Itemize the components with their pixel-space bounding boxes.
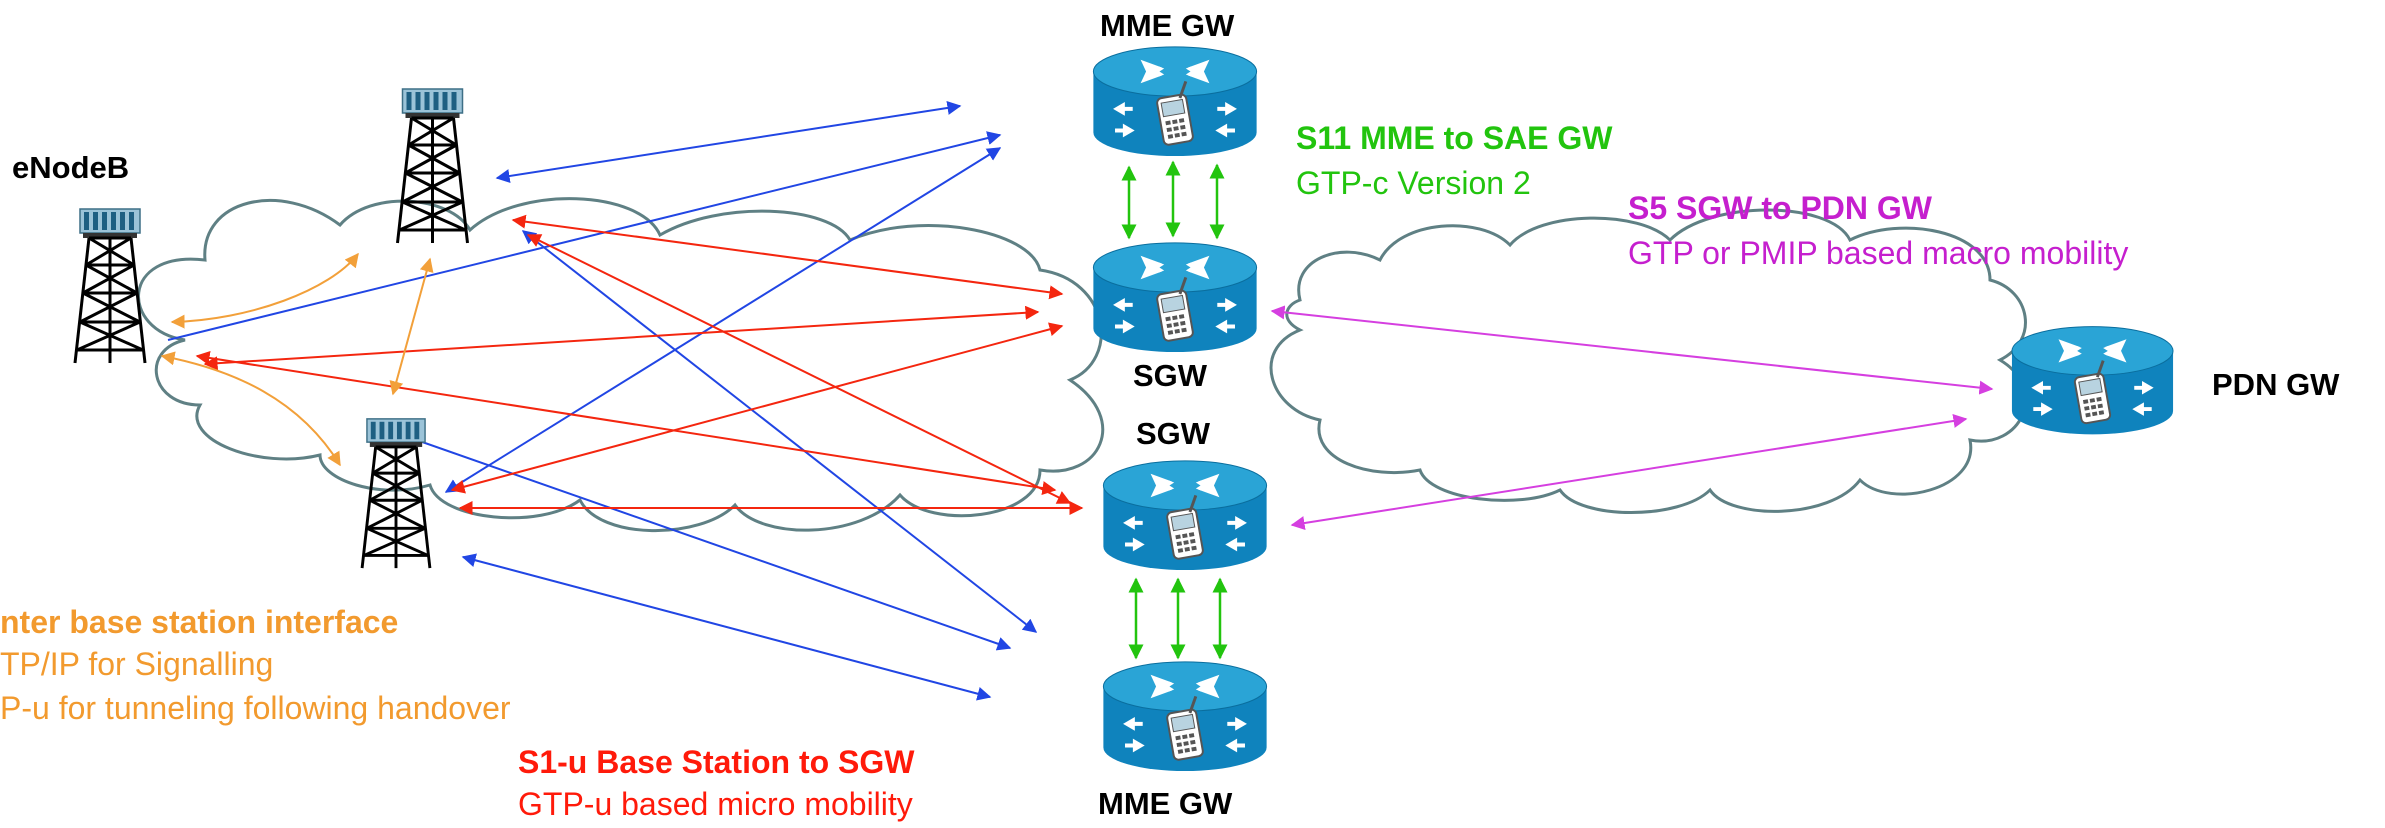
x2-line1: TP/IP for Signalling (0, 646, 274, 682)
pdn-gw-label: PDN GW (2212, 367, 2340, 402)
s11-subtitle: GTP-c Version 2 (1296, 165, 1531, 201)
mme-gw-bottom-label: MME GW (1098, 786, 1233, 821)
s11-links (1121, 160, 1228, 660)
cell-tower-icon (398, 89, 468, 243)
cell-tower-icon (362, 419, 430, 568)
s5-title: S5 SGW to PDN GW (1628, 190, 1932, 226)
s1u-subtitle: GTP-u based micro mobility (518, 786, 913, 822)
sgw-top-label: SGW (1133, 358, 1208, 393)
sgw-bottom-label: SGW (1136, 416, 1211, 451)
s1u-title: S1-u Base Station to SGW (518, 744, 915, 780)
s1-u-links (195, 214, 1084, 515)
sgw-top-router-icon (1091, 241, 1259, 354)
pdn-gw-router-icon (2010, 325, 2175, 436)
enodeb-label: eNodeB (12, 150, 130, 185)
mme-gw-bottom-router-icon (1101, 660, 1269, 773)
mme-gw-top-label: MME GW (1100, 8, 1235, 43)
mme-gw-top-router-icon (1091, 45, 1259, 158)
s11-title: S11 MME to SAE GW (1296, 120, 1613, 156)
enodeb-tower-icon (75, 209, 145, 363)
access-network-cloud (137, 197, 1105, 533)
sgw-bottom-router-icon (1101, 459, 1269, 572)
x2-links (160, 252, 434, 467)
s5-subtitle: GTP or PMIP based macro mobility (1628, 235, 2129, 271)
s5-links (1270, 305, 1994, 530)
x2-line2: P-u for tunneling following handover (0, 690, 511, 726)
x2-title: nter base station interface (0, 604, 399, 640)
